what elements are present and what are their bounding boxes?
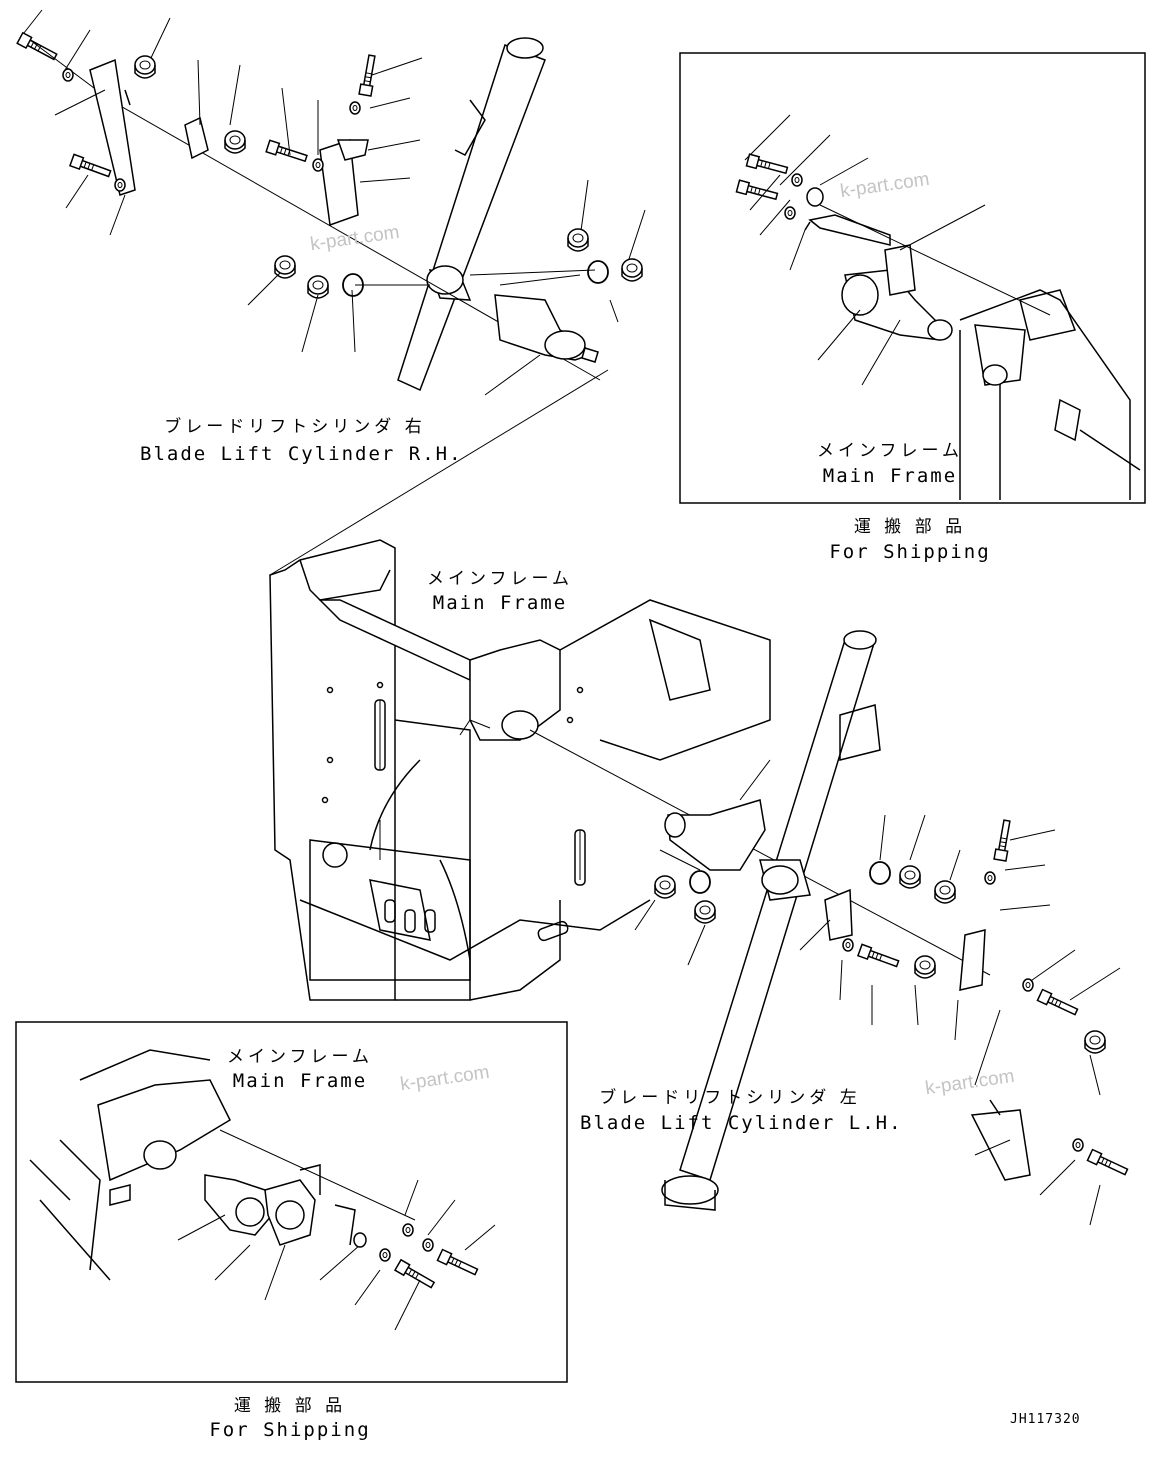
lh-cylinder-group bbox=[634, 630, 1121, 1226]
shipping-bl-label-en: For Shipping bbox=[209, 1419, 371, 1441]
inset-bl-frame-label-jp: メインフレーム bbox=[227, 1047, 373, 1067]
shipping-bl-label-jp: 運 搬 部 品 bbox=[233, 1396, 347, 1416]
inset-tr-drawing bbox=[744, 114, 1141, 500]
shipping-tr-label-jp: 運 搬 部 品 bbox=[853, 517, 967, 537]
main-frame bbox=[269, 539, 991, 1001]
inset-box-top-right bbox=[679, 52, 1146, 504]
main-frame-label-en: Main Frame bbox=[432, 592, 568, 614]
lh-cylinder-label-en: Blade Lift Cylinder L.H. bbox=[580, 1112, 903, 1134]
inset-bl-drawing bbox=[29, 1049, 496, 1331]
drawing-code: JH117320 bbox=[1010, 1412, 1081, 1427]
inset-bl-frame-label-en: Main Frame bbox=[232, 1070, 368, 1092]
main-frame-label-jp: メインフレーム bbox=[427, 569, 573, 589]
inset-box-bottom-left bbox=[15, 1021, 568, 1383]
inset-tr-frame-label-en: Main Frame bbox=[822, 465, 958, 487]
rh-cylinder-label-en: Blade Lift Cylinder R.H. bbox=[140, 443, 463, 465]
lh-cylinder-label-jp: ブレードリフトシリンダ 左 bbox=[599, 1088, 861, 1108]
shipping-tr-label-en: For Shipping bbox=[829, 541, 991, 563]
inset-tr-frame-label-jp: メインフレーム bbox=[817, 441, 963, 461]
rh-cylinder-label-jp: ブレードリフトシリンダ 右 bbox=[164, 417, 426, 437]
rh-cylinder-group bbox=[19, 9, 646, 576]
